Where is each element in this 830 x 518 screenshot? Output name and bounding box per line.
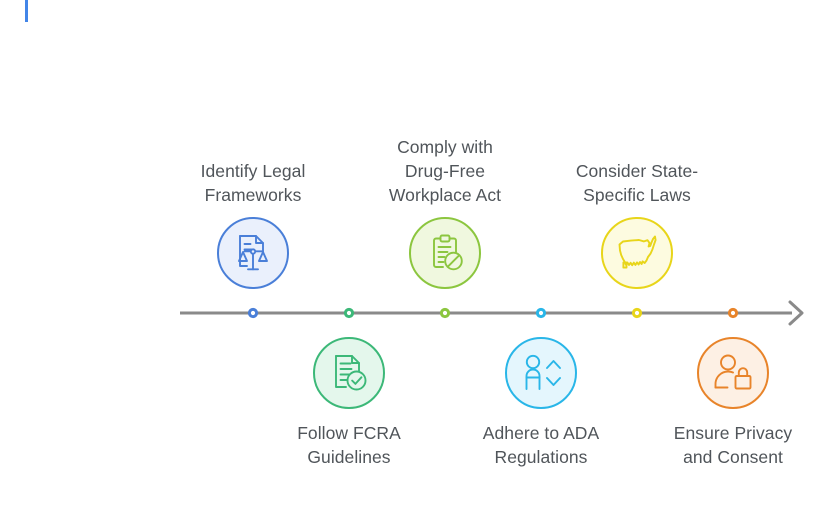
node-icon-circle-ensure-privacy-and-consent[interactable] xyxy=(697,337,769,409)
document-check-icon xyxy=(327,351,371,395)
timeline-node-comply-drug-free-workplace-act[interactable]: Comply with Drug-Free Workplace Act xyxy=(350,135,540,289)
timeline-marker-4[interactable] xyxy=(535,307,547,319)
clipboard-prohibited-icon xyxy=(423,231,467,275)
timeline-marker-6[interactable] xyxy=(727,307,739,319)
timeline-marker-2[interactable] xyxy=(343,307,355,319)
timeline-node-consider-state-specific-laws[interactable]: Consider State- Specific Laws xyxy=(542,159,732,289)
timeline-arrowhead-icon xyxy=(788,300,804,326)
person-lock-icon xyxy=(711,352,755,394)
node-label-adhere-to-ada-regulations: Adhere to ADA Regulations xyxy=(482,423,600,467)
timeline-node-identify-legal-frameworks[interactable]: Identify Legal Frameworks xyxy=(158,159,348,289)
node-icon-circle-identify-legal-frameworks[interactable] xyxy=(217,217,289,289)
timeline-marker-5[interactable] xyxy=(631,307,643,319)
node-label-follow-fcra-guidelines: Follow FCRA Guidelines xyxy=(297,423,401,467)
us-map-icon xyxy=(614,233,660,273)
timeline-node-follow-fcra-guidelines[interactable]: Follow FCRA Guidelines xyxy=(254,337,444,469)
node-icon-circle-follow-fcra-guidelines[interactable] xyxy=(313,337,385,409)
timeline-marker-3[interactable] xyxy=(439,307,451,319)
timeline-node-ensure-privacy-and-consent[interactable]: Ensure Privacy and Consent xyxy=(638,337,828,469)
node-icon-circle-consider-state-specific-laws[interactable] xyxy=(601,217,673,289)
node-icon-circle-adhere-to-ada-regulations[interactable] xyxy=(505,337,577,409)
timeline-marker-1[interactable] xyxy=(247,307,259,319)
timeline-node-adhere-to-ada-regulations[interactable]: Adhere to ADA Regulations xyxy=(446,337,636,469)
node-label-ensure-privacy-and-consent: Ensure Privacy and Consent xyxy=(673,423,793,467)
node-label-consider-state-specific-laws: Consider State- Specific Laws xyxy=(575,161,699,205)
accent-bar xyxy=(25,0,28,22)
node-label-comply-drug-free-workplace-act: Comply with Drug-Free Workplace Act xyxy=(388,137,502,205)
node-icon-circle-comply-drug-free-workplace-act[interactable] xyxy=(409,217,481,289)
person-adjust-icon xyxy=(519,352,563,394)
node-label-identify-legal-frameworks: Identify Legal Frameworks xyxy=(200,161,306,205)
document-scales-icon xyxy=(231,231,275,275)
